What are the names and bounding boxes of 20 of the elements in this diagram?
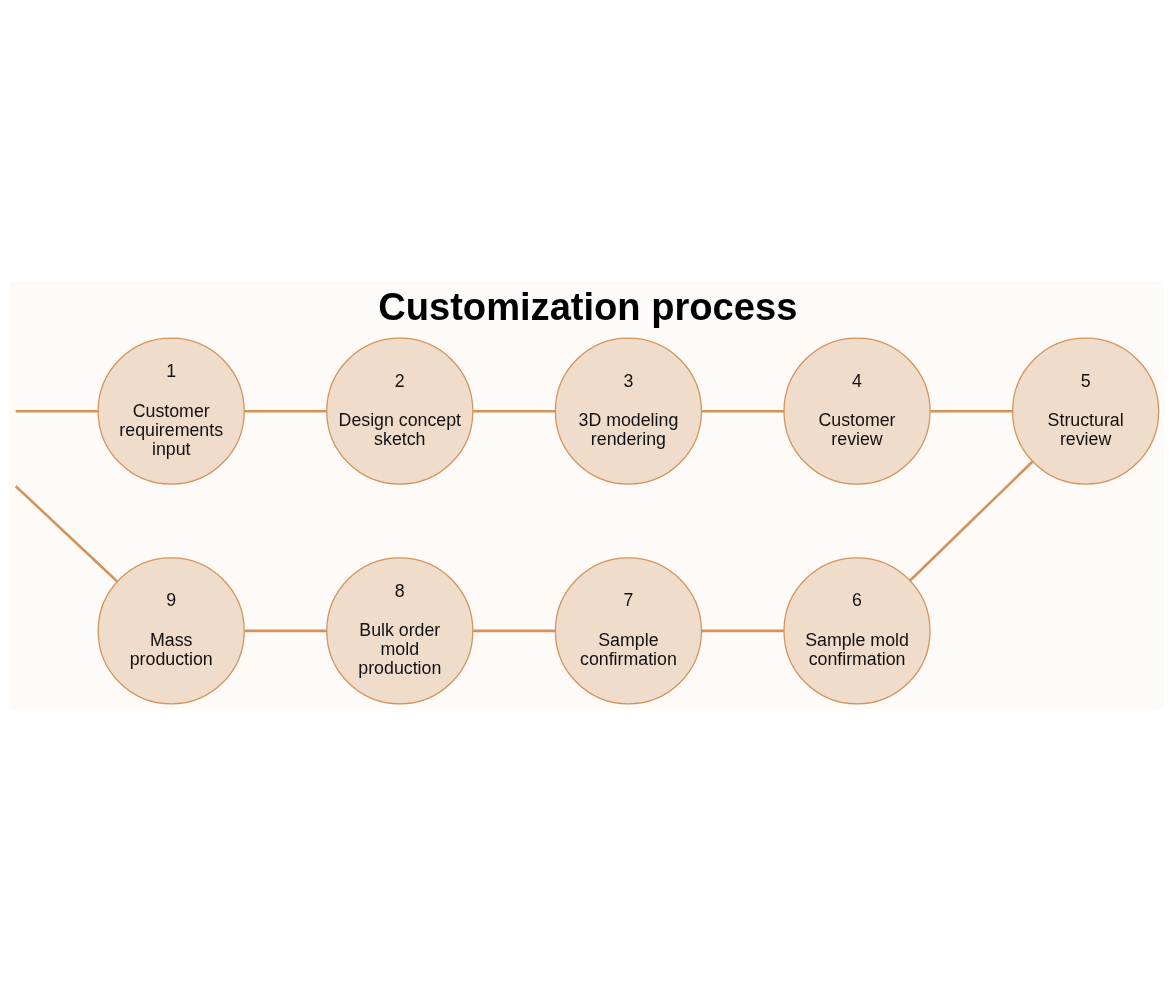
connector bbox=[473, 409, 556, 412]
node-circle: 4 Customer review bbox=[783, 337, 931, 485]
connector bbox=[14, 484, 119, 582]
connector bbox=[701, 629, 784, 632]
connector bbox=[909, 460, 1034, 581]
connector bbox=[244, 629, 327, 632]
node-circle: 3 3D modeling rendering bbox=[554, 337, 703, 485]
connector bbox=[244, 409, 327, 412]
node-circle: 9 Mass production bbox=[97, 556, 245, 705]
node-circle: 8 Bulk order mold production bbox=[326, 556, 474, 705]
connector bbox=[930, 409, 1013, 412]
connector bbox=[15, 409, 99, 412]
diagram-title: Customization process bbox=[378, 285, 798, 328]
node-circle: 2 Design concept sketch bbox=[326, 337, 474, 485]
node-circle: 5 Structural review bbox=[1011, 337, 1160, 485]
node-circle: 6 Sample mold confirmation bbox=[783, 556, 931, 705]
connector bbox=[701, 409, 784, 412]
node-circle: 7 Sample confirmation bbox=[554, 556, 703, 705]
node-circle: 1 Customer requirements input bbox=[97, 337, 245, 485]
connector bbox=[473, 629, 556, 632]
